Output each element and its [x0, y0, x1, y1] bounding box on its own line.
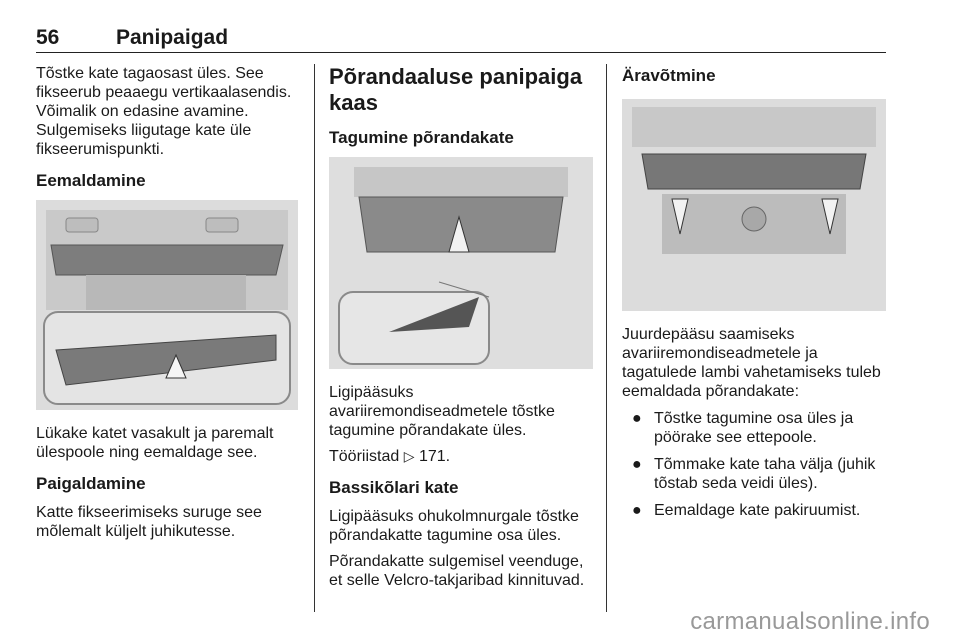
triangle-arrow-icon: ▷: [403, 448, 415, 464]
removal-intro: Juurdepääsu saamiseks avariiremondiseadm…: [622, 326, 881, 400]
install-instructions: Katte fikseerimiseks suruge see mõlemalt…: [36, 504, 262, 540]
bullet-icon: ●: [632, 502, 642, 519]
bullet-icon: ●: [632, 410, 642, 427]
column-divider-1: [314, 64, 315, 612]
list-item: ● Tõstke tagumine osa üles ja pöörake se…: [622, 409, 886, 447]
heading-removal: Äravõtmine: [622, 66, 716, 85]
list-item: ● Tõmmake kate taha välja (juhik tõstab …: [622, 455, 886, 493]
watermark: carmanualsonline.info: [690, 608, 930, 635]
tools-reference: Tööriistad ▷ 171.: [329, 447, 593, 466]
removal-step-3: Eemaldage kate pakiruumist.: [654, 502, 861, 519]
heading-remove: Eemaldamine: [36, 171, 146, 190]
removal-step-1: Tõstke tagumine osa üles ja pöörake see …: [654, 410, 854, 446]
subheading-rear-floor-cover: Tagumine põrandakate: [329, 128, 514, 147]
column-1: Tõstke kate tagaosast üles. See fikseeru…: [36, 64, 298, 548]
section-heading-floor-cover: Põrandaaluse panipaiga kaas: [329, 64, 583, 115]
column-divider-2: [606, 64, 607, 612]
column-3: Äravõtmine Juurdepääsu saamiseks avariir…: [622, 64, 886, 528]
cover-intro-text: Tõstke kate tagaosast üles. See fikseeru…: [36, 65, 292, 158]
rear-cover-instructions: Ligipääsuks avariiremondiseadmetele tõst…: [329, 384, 555, 439]
figure-cover-removal: [36, 200, 298, 410]
remove-instructions: Lükake katet vasakult ja paremalt ülespo…: [36, 425, 274, 461]
page-number: 56: [36, 26, 60, 49]
list-item: ● Eemaldage kate pakiruumist.: [622, 501, 886, 520]
removal-step-2: Tõmmake kate taha välja (juhik tõstab se…: [654, 456, 876, 492]
figure-rear-floor-cover: [329, 157, 593, 369]
heading-install: Paigaldamine: [36, 474, 146, 493]
tools-label: Tööriistad: [329, 448, 400, 465]
page-title: Panipaigad: [116, 26, 229, 49]
column-2: Põrandaaluse panipaiga kaas Tagumine põr…: [329, 64, 593, 597]
page-header: 56 Panipaigad: [36, 26, 886, 53]
subheading-bass-cover: Bassikõlari kate: [329, 478, 459, 497]
bass-cover-text-2: Põrandakatte sulgemisel veenduge, et sel…: [329, 553, 585, 589]
figure-floor-cover-removal: [622, 99, 886, 311]
tools-page-link[interactable]: 171.: [418, 448, 451, 465]
bass-cover-text-1: Ligipääsuks ohukolmnurgale tõstke põrand…: [329, 508, 579, 544]
bullet-icon: ●: [632, 456, 642, 473]
removal-steps-list: ● Tõstke tagumine osa üles ja pöörake se…: [622, 409, 886, 520]
